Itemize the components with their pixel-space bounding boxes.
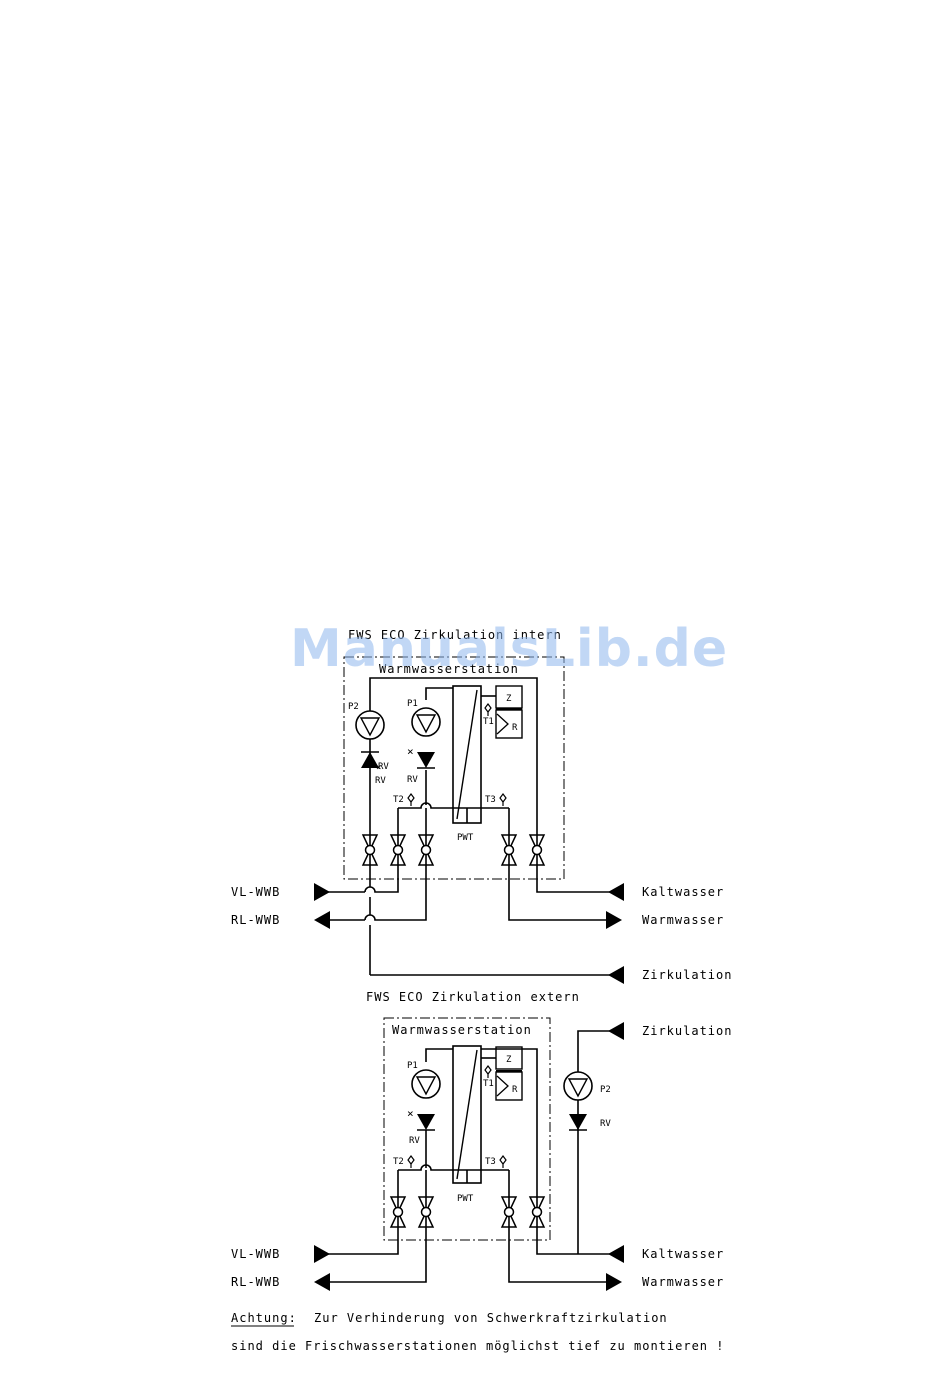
arrow-left-icon	[314, 1273, 330, 1291]
t2-label-1: T2	[393, 795, 404, 805]
check-valve-p1-icon	[416, 1113, 436, 1131]
z-label-1: Z	[506, 694, 512, 704]
p2-label-1: P2	[348, 702, 359, 712]
note-line2: sind die Frischwasserstationen möglichst…	[231, 1339, 724, 1353]
t3-label-1: T3	[485, 795, 496, 805]
rv-label-1c: RV	[375, 776, 386, 786]
arrow-left-icon	[608, 883, 624, 901]
rl-label-1: RL-WWB	[231, 913, 280, 927]
vl-label-2: VL-WWB	[231, 1247, 280, 1261]
diagram1-title: FWS ECO Zirkulation intern	[348, 628, 562, 642]
station-box-1	[343, 656, 565, 880]
rv-label-1a: RV	[378, 762, 389, 772]
r-label-1: R	[512, 723, 518, 733]
station-label-1: Warmwasserstation	[379, 662, 519, 676]
sensor-t2-icon	[407, 793, 415, 807]
check-valve-p2-icon	[568, 1113, 588, 1131]
pump-p1-icon	[411, 707, 441, 737]
r-label-2: R	[512, 1085, 518, 1095]
t2-label-2: T2	[393, 1157, 404, 1167]
t1-label-2: T1	[483, 1079, 494, 1089]
rv-label-1b: RV	[407, 775, 418, 785]
diagram-extern: FWS ECO Zirkulation extern Warmwassersta…	[231, 990, 732, 1291]
t1-label-1: T1	[483, 717, 494, 727]
rv-label-2a: RV	[409, 1136, 420, 1146]
controller-r-1	[495, 709, 523, 739]
sensor-t1-icon	[484, 703, 492, 717]
rl-label-2: RL-WWB	[231, 1275, 280, 1289]
zirkulation-label-1: Zirkulation	[642, 968, 732, 982]
arrow-right-icon	[314, 1245, 330, 1263]
warmwasser-label-1: Warmwasser	[642, 913, 724, 927]
arrow-left-icon	[608, 1245, 624, 1263]
note: Achtung: Zur Verhinderung von Schwerkraf…	[231, 1311, 724, 1353]
arrow-right-icon	[606, 1273, 622, 1291]
p1-label-1: P1	[407, 699, 418, 709]
pump-p1-icon	[411, 1069, 441, 1099]
t3-label-2: T3	[485, 1157, 496, 1167]
kaltwasser-label-1: Kaltwasser	[642, 885, 724, 899]
svg-text:×: ×	[407, 745, 414, 758]
watermark: ManualsLib.de	[290, 619, 728, 679]
pump-p2-icon	[355, 710, 385, 740]
station-box-2	[383, 1017, 551, 1241]
pump-p2-icon	[563, 1071, 593, 1101]
check-valve-p1-icon	[416, 751, 436, 769]
sensor-t3-icon	[499, 1155, 507, 1169]
arrow-left-icon	[314, 911, 330, 929]
arrow-right-icon	[314, 883, 330, 901]
station-label-2: Warmwasserstation	[392, 1023, 532, 1037]
controller-r-2	[495, 1071, 523, 1101]
kaltwasser-label-2: Kaltwasser	[642, 1247, 724, 1261]
vl-label-1: VL-WWB	[231, 885, 280, 899]
note-line1: Zur Verhinderung von Schwerkraftzirkulat…	[314, 1311, 668, 1325]
arrow-left-icon	[608, 1022, 624, 1040]
diagram-intern: FWS ECO Zirkulation intern Warmwassersta…	[231, 628, 732, 984]
arrow-right-icon	[606, 911, 622, 929]
p2-label-2: P2	[600, 1085, 611, 1095]
sensor-t3-icon	[499, 793, 507, 807]
svg-text:×: ×	[407, 1107, 414, 1120]
warmwasser-label-2: Warmwasser	[642, 1275, 724, 1289]
arrow-left-icon	[608, 966, 624, 984]
svg-text:×: ×	[376, 763, 381, 773]
pwt-label-1: PWT	[457, 833, 474, 843]
sensor-t1-icon	[484, 1065, 492, 1079]
rv-label-2b: RV	[600, 1119, 611, 1129]
note-heading: Achtung:	[231, 1311, 297, 1325]
p1-label-2: P1	[407, 1061, 418, 1071]
zirkulation-label-2: Zirkulation	[642, 1024, 732, 1038]
sensor-t2-icon	[407, 1155, 415, 1169]
pwt-label-2: PWT	[457, 1194, 474, 1204]
diagram2-title: FWS ECO Zirkulation extern	[366, 990, 580, 1004]
z-label-2: Z	[506, 1055, 512, 1065]
